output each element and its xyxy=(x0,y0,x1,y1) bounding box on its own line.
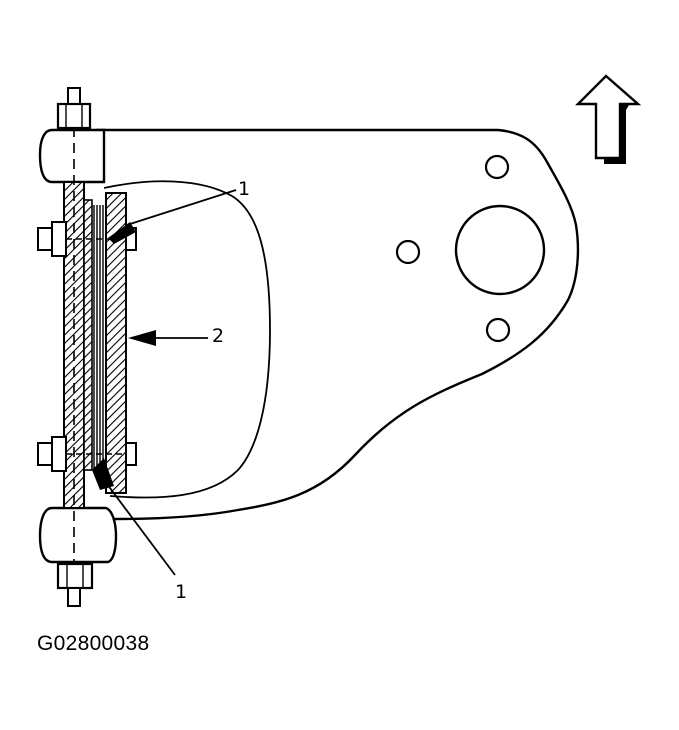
callout-1-bottom-label: 1 xyxy=(175,581,187,603)
bottom-nut xyxy=(56,562,94,590)
lower-shim-wedge xyxy=(92,458,114,490)
upper-bolt-nut xyxy=(51,221,67,257)
up-arrow-icon xyxy=(575,74,642,164)
lower-bolt-nut xyxy=(51,436,67,472)
mounting-hole-bottom xyxy=(485,317,511,343)
upper-bushing-eye xyxy=(38,128,106,184)
upper-shim-wedge xyxy=(108,222,136,244)
frame-bracket xyxy=(83,199,93,471)
lower-bolt-head xyxy=(37,442,53,466)
upper-bolt-head xyxy=(37,227,53,251)
mounting-hole-top xyxy=(484,154,510,180)
top-nut xyxy=(56,102,92,130)
callout-1-top-label: 1 xyxy=(238,178,250,200)
mounting-hole-left xyxy=(395,239,421,265)
bottom-stud xyxy=(67,587,81,607)
control-arm-inner-curve xyxy=(103,180,271,499)
cross-shaft xyxy=(105,192,127,494)
callout-2-label: 2 xyxy=(212,325,224,347)
shim-pack xyxy=(93,205,107,472)
lower-bolt-end xyxy=(125,442,137,466)
callout-2-arrowhead xyxy=(128,330,156,346)
figure-code: G02800038 xyxy=(37,632,150,655)
callout-1-bottom-leader xyxy=(103,479,176,576)
callout-1-top-leader xyxy=(129,189,237,225)
lower-bushing-eye xyxy=(38,506,118,564)
control-arm-body xyxy=(96,128,580,521)
ball-joint-hole xyxy=(454,204,546,296)
